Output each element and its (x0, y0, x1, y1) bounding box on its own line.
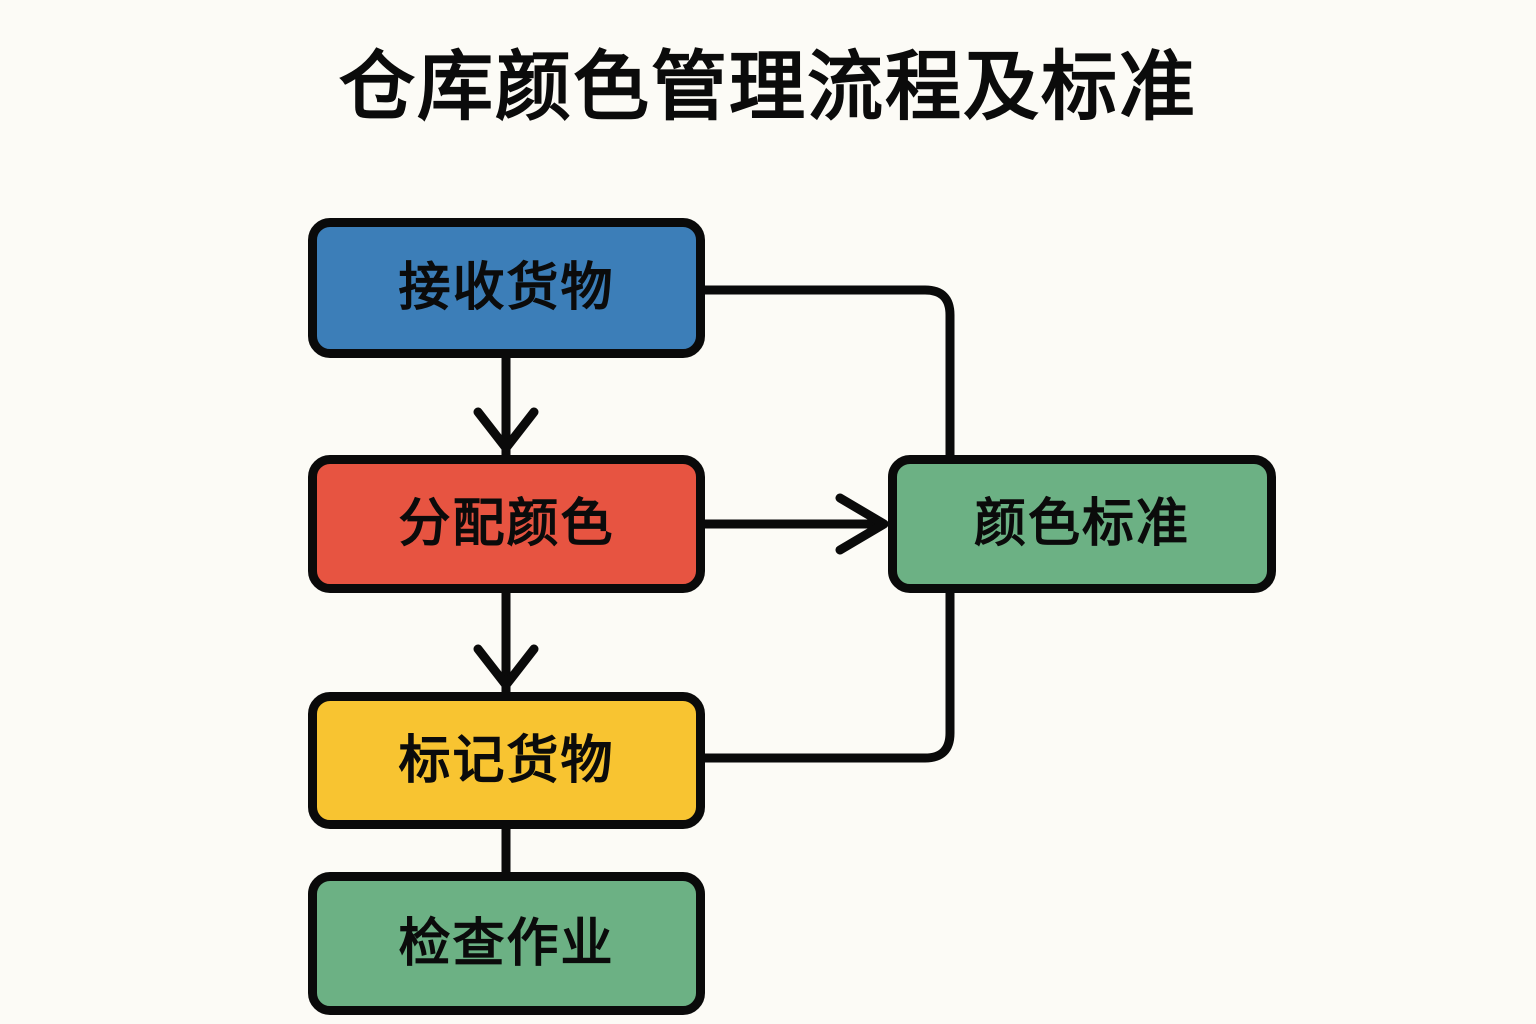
node-color-standard[interactable]: 颜色标准 (888, 455, 1276, 593)
node-receive-goods[interactable]: 接收货物 (308, 218, 705, 358)
node-inspect-operation[interactable]: 检查作业 (308, 872, 705, 1015)
edge-assign-to-mark (473, 593, 539, 692)
node-inspect-operation-label: 检查作业 (398, 914, 615, 973)
node-receive-goods-label: 接收货物 (398, 259, 615, 317)
edge-receive-to-standard (705, 285, 955, 455)
node-color-standard-label: 颜色标准 (973, 495, 1190, 553)
node-mark-goods-label: 标记货物 (398, 731, 615, 790)
edge-mark-to-standard (705, 593, 955, 763)
node-assign-color[interactable]: 分配颜色 (308, 455, 705, 593)
edge-assign-to-standard (705, 493, 889, 555)
node-mark-goods[interactable]: 标记货物 (308, 692, 705, 829)
node-assign-color-label: 分配颜色 (398, 495, 615, 553)
page-title: 仓库颜色管理流程及标准 (339, 45, 1197, 130)
edge-receive-to-assign (473, 358, 539, 455)
